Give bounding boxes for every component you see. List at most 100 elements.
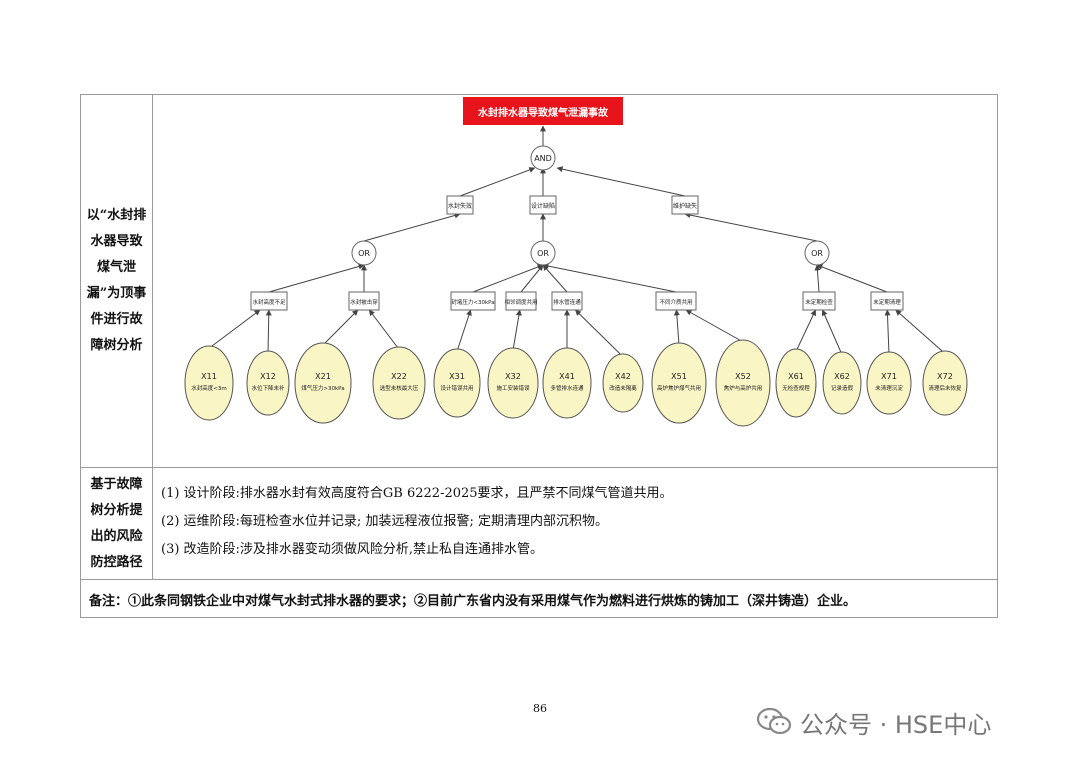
tree-connector	[520, 264, 544, 293]
watermark: 公众号 · HSE中心	[756, 702, 991, 742]
basic-event-circle	[866, 351, 912, 415]
and-gate-label: AND	[534, 154, 552, 163]
note-text: 备注：①此条同钢铁企业中对煤气水封式排水器的要求；②目前广东省内没有采用煤气作为…	[89, 594, 857, 609]
tree-connector	[265, 309, 272, 352]
sub-event-box	[870, 291, 904, 311]
measures-list: (1) 设计阶段:排水器水封有效高度符合GB 6222-2025要求，且严禁不同…	[161, 480, 673, 564]
basic-event-circle	[542, 347, 592, 419]
tree-connector	[821, 309, 842, 353]
basic-event-code: X62	[834, 372, 850, 381]
sub-event-label: 未定期检查	[805, 298, 833, 306]
basic-event-circle	[433, 348, 481, 418]
sub-event-box	[505, 291, 537, 311]
basic-event-desc: 高炉焦炉煤气共用	[657, 384, 701, 392]
sub-event-label: 排水管连通	[553, 298, 581, 306]
mid-event-box	[529, 195, 557, 215]
basic-event-desc: 记录造假	[831, 384, 854, 392]
tree-connector	[895, 309, 943, 352]
fta-label-cell: 以“水封排水器导致煤气泄漏”为顶事件进行故障树分析	[81, 95, 153, 467]
basic-event-desc: 设计错误共用	[440, 384, 473, 392]
measure-item: (2) 运维阶段:每班检查水位并记录; 加装远程液位报警; 定期清理内部沉积物。	[161, 514, 608, 529]
tree-connector	[324, 309, 359, 344]
mid-event-label: 水封失效	[448, 202, 472, 210]
top-event-box	[463, 97, 623, 125]
basic-event-desc: 改造未隔离	[609, 384, 637, 392]
sub-event-box	[802, 291, 836, 311]
tree-connector	[796, 309, 817, 350]
sub-event-box	[250, 291, 288, 311]
basic-event-circle	[651, 342, 707, 424]
tree-connector	[816, 264, 888, 293]
tree-connector	[268, 263, 365, 293]
measures-label-cell: 基于故障树分析提出的风险防控路径	[81, 468, 153, 579]
basic-event-circle	[487, 347, 539, 419]
basic-event-code: X51	[671, 372, 687, 381]
fault-tree-table: 以“水封排水器导致煤气泄漏”为顶事件进行故障树分析 水封排水器导致煤气泄漏事故 A…	[80, 94, 998, 618]
fta-row: 以“水封排水器导致煤气泄漏”为顶事件进行故障树分析 水封排水器导致煤气泄漏事故 A…	[81, 95, 997, 468]
basic-event-circle	[294, 342, 352, 424]
and-gate	[530, 145, 556, 171]
basic-event-circle	[775, 348, 817, 418]
basic-event-circle	[372, 346, 426, 420]
tree-connector	[884, 309, 891, 353]
tree-connector	[363, 212, 461, 242]
basic-event-code: X31	[449, 372, 465, 381]
basic-event-code: X22	[391, 372, 407, 381]
or-gate	[530, 240, 556, 266]
sub-event-box	[655, 291, 697, 311]
sub-event-label: 封堵压力<30kPa	[451, 298, 494, 306]
sub-event-box	[450, 291, 496, 311]
basic-event-desc: 未清理沉淀	[875, 384, 903, 392]
tree-connector	[472, 264, 544, 293]
basic-event-desc: 水封高度<3m	[191, 384, 226, 392]
tree-connector	[368, 309, 398, 348]
mid-event-label: 维护缺失	[673, 202, 697, 210]
measure-item: (3) 改造阶段:涉及排水器变动须做风险分析,禁止私自连通排水管。	[161, 542, 544, 557]
or-gate-label: OR	[811, 249, 823, 258]
tree-connector	[512, 309, 522, 349]
or-gate-label: OR	[358, 249, 370, 258]
tree-connector	[814, 264, 821, 293]
or-gate	[804, 240, 830, 266]
tree-connector	[556, 166, 686, 197]
tree-connector	[685, 309, 740, 341]
basic-event-desc: 水位下降未补	[251, 384, 285, 392]
sub-event-box	[348, 291, 380, 311]
basic-event-desc: 选型未核最大压	[380, 384, 419, 392]
wechat-icon	[756, 707, 792, 735]
basic-event-circle	[602, 353, 644, 413]
tree-connector	[684, 212, 818, 242]
basic-event-code: X32	[505, 372, 521, 381]
basic-event-desc: 焦炉与高炉共用	[724, 384, 763, 392]
tree-connector	[574, 309, 621, 355]
or-gate-label: OR	[537, 249, 549, 258]
basic-event-code: X41	[559, 372, 575, 381]
mid-event-box	[671, 195, 699, 215]
basic-event-desc: 煤气压力>30kPa	[301, 384, 344, 392]
tree-connector	[459, 167, 536, 197]
basic-event-circle	[922, 350, 968, 416]
watermark-text: 公众号 · HSE中心	[800, 710, 992, 739]
basic-event-code: X52	[735, 372, 751, 381]
or-gate	[351, 240, 377, 266]
tree-connector	[457, 309, 472, 350]
basic-event-code: X61	[788, 372, 804, 381]
basic-event-desc: 多管排水连通	[550, 384, 584, 392]
page-number: 86	[533, 702, 547, 715]
mid-event-box	[446, 195, 474, 215]
measures-row: 基于故障树分析提出的风险防控路径 (1) 设计阶段:排水器水封有效高度符合GB …	[81, 468, 997, 580]
note-row: 备注：①此条同钢铁企业中对煤气水封式排水器的要求；②目前广东省内没有采用煤气作为…	[81, 580, 997, 618]
basic-event-circle	[822, 351, 862, 415]
fta-label: 以“水封排水器导致煤气泄漏”为顶事件进行故障树分析	[86, 208, 147, 353]
basic-event-code: X11	[201, 372, 217, 381]
top-event-label: 水封排水器导致煤气泄漏事故	[477, 106, 609, 119]
basic-event-code: X12	[260, 372, 276, 381]
basic-event-circle	[715, 339, 771, 427]
basic-event-code: X21	[315, 372, 331, 381]
measures-label: 基于故障树分析提出的风险防控路径	[90, 476, 143, 570]
measure-item: (1) 设计阶段:排水器水封有效高度符合GB 6222-2025要求，且严禁不同…	[161, 486, 673, 501]
measures-cell: (1) 设计阶段:排水器水封有效高度符合GB 6222-2025要求，且严禁不同…	[153, 468, 997, 579]
sub-event-box	[551, 291, 583, 311]
